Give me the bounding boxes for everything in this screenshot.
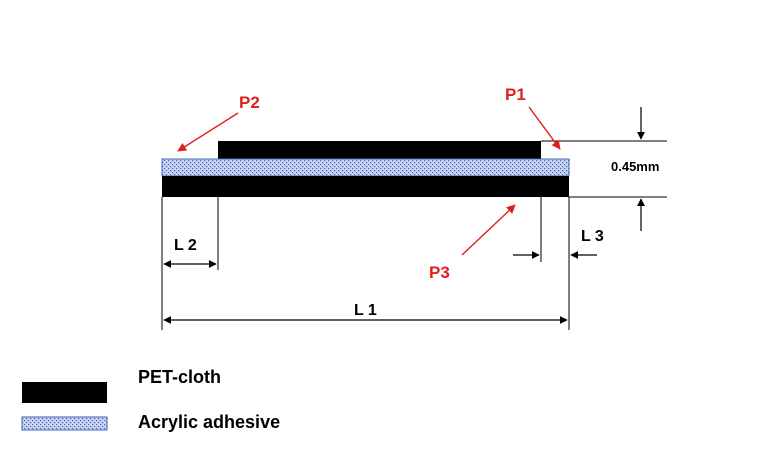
l3-label: L 3 xyxy=(581,228,604,245)
p3-label: P3 xyxy=(429,263,450,282)
legend: PET-cloth Acrylic adhesive xyxy=(21,367,280,432)
acrylic-adhesive-layer xyxy=(161,158,570,177)
legend-pet-cloth-swatch xyxy=(22,382,107,403)
legend-pet-cloth-label: PET-cloth xyxy=(138,367,221,387)
legend-acrylic-adhesive-swatch xyxy=(21,416,108,431)
l2-label: L 2 xyxy=(174,237,197,254)
p2-label: P2 xyxy=(239,93,260,112)
p1-pointer-arrow xyxy=(528,106,561,150)
bottom-pet-cloth-layer xyxy=(162,176,569,197)
legend-acrylic-adhesive-label: Acrylic adhesive xyxy=(138,412,280,432)
l1-label: L 1 xyxy=(354,302,377,319)
p3-pointer-arrow xyxy=(461,204,516,256)
p1-label: P1 xyxy=(505,85,526,104)
top-pet-cloth-layer xyxy=(218,141,541,159)
p2-pointer-arrow xyxy=(177,112,239,152)
thickness-label: 0.45mm xyxy=(611,159,659,174)
